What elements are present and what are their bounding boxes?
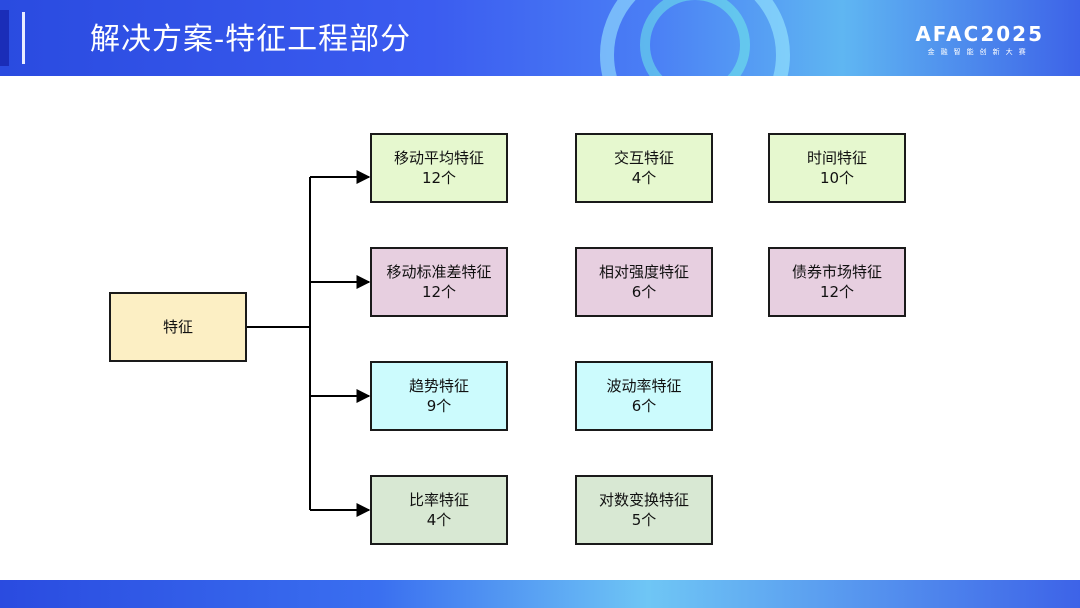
feature-name: 债券市场特征 [791,263,882,281]
feature-name: 趋势特征 [408,377,469,395]
footer-banner [0,580,1080,608]
feature-box-moving-average: 移动平均特征 12个 [370,133,508,203]
feature-name: 移动标准差特征 [386,263,492,281]
feature-name: 比率特征 [408,491,469,509]
logo-text: AFAC2025 [915,22,1044,46]
feature-name: 时间特征 [806,149,867,167]
feature-count: 12个 [421,169,457,187]
header-banner: 解决方案-特征工程部分 AFAC2025 金融智能创新大赛 [0,0,1080,76]
feature-box-trend: 趋势特征 9个 [370,361,508,431]
feature-box-bond-market: 债券市场特征 12个 [768,247,906,317]
feature-box-moving-std: 移动标准差特征 12个 [370,247,508,317]
decorative-swirl-inner [640,0,750,76]
feature-name: 对数变换特征 [598,491,689,509]
root-label: 特征 [162,318,193,336]
feature-name: 相对强度特征 [598,263,689,281]
feature-name: 移动平均特征 [393,149,484,167]
feature-box-time: 时间特征 10个 [768,133,906,203]
feature-box-ratio: 比率特征 4个 [370,475,508,545]
feature-box-log-transform: 对数变换特征 5个 [575,475,713,545]
feature-count: 9个 [426,397,452,415]
feature-count: 6个 [631,283,657,301]
feature-box-relative-strength: 相对强度特征 6个 [575,247,713,317]
header-accent-line [22,12,25,64]
feature-count: 5个 [631,511,657,529]
feature-box-interaction: 交互特征 4个 [575,133,713,203]
header-accent-bar [0,10,9,66]
feature-count: 4个 [631,169,657,187]
feature-count: 4个 [426,511,452,529]
feature-name: 交互特征 [613,149,674,167]
feature-count: 10个 [819,169,855,187]
feature-box-volatility: 波动率特征 6个 [575,361,713,431]
page-title: 解决方案-特征工程部分 [90,22,412,57]
logo-subtitle: 金融智能创新大赛 [927,48,1032,56]
feature-count: 12个 [421,283,457,301]
root-feature-box: 特征 [109,292,247,362]
feature-count: 6个 [631,397,657,415]
feature-name: 波动率特征 [606,377,682,395]
afac-logo: AFAC2025 金融智能创新大赛 [915,22,1044,57]
feature-count: 12个 [819,283,855,301]
